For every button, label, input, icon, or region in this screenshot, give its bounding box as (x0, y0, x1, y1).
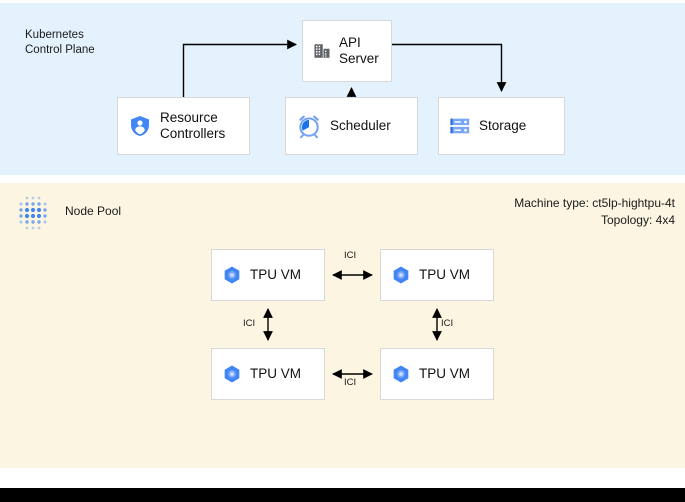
tpu-hexagon-icon (393, 365, 409, 383)
tpu-hexagon-icon (393, 266, 409, 284)
api-server-node[interactable]: API Server (302, 20, 392, 82)
dot-grid-icon (19, 196, 47, 230)
bottom-bar (0, 488, 685, 502)
node-pool-section (0, 183, 685, 468)
control-plane-label: Kubernetes Control Plane (25, 29, 95, 56)
storage-label: Storage (479, 118, 527, 133)
tpu-vm-label: TPU VM (250, 366, 302, 381)
tpu-vm-node-3[interactable]: TPU VM (211, 348, 325, 400)
tpu-vm-node-1[interactable]: TPU VM (211, 249, 325, 301)
scheduler-node[interactable]: Scheduler (285, 97, 418, 155)
tpu-vm-node-4[interactable]: TPU VM (380, 348, 494, 400)
machine-info-block: Machine type: ct5lp-hightpu-4t Topology:… (514, 195, 675, 229)
ici-label-top: ICI (344, 250, 357, 261)
tpu-hexagon-icon (224, 365, 240, 383)
api-server-label: API Server (339, 35, 379, 66)
storage-node[interactable]: Storage (438, 97, 565, 155)
tpu-vm-label: TPU VM (419, 366, 471, 381)
storage-stack-icon (450, 118, 470, 134)
node-pool-label: Node Pool (65, 204, 122, 218)
ici-label-bottom: ICI (344, 377, 357, 388)
resource-controllers-label: Resource Controllers (160, 110, 226, 141)
tpu-vm-label: TPU VM (250, 267, 302, 282)
tpu-hexagon-icon (224, 266, 240, 284)
tpu-vm-label: TPU VM (419, 267, 471, 282)
alarm-clock-icon (299, 115, 319, 139)
topology-text: Topology: 4x4 (600, 213, 675, 227)
shield-person-icon (131, 116, 149, 136)
server-building-icon (314, 44, 330, 58)
tpu-vm-node-2[interactable]: TPU VM (380, 249, 494, 301)
resource-controllers-node[interactable]: Resource Controllers (117, 97, 250, 155)
machine-type-text: Machine type: ct5lp-hightpu-4t (514, 196, 675, 210)
ici-label-right: ICI (441, 318, 454, 329)
scheduler-label: Scheduler (330, 118, 391, 133)
ici-label-left: ICI (243, 318, 256, 329)
